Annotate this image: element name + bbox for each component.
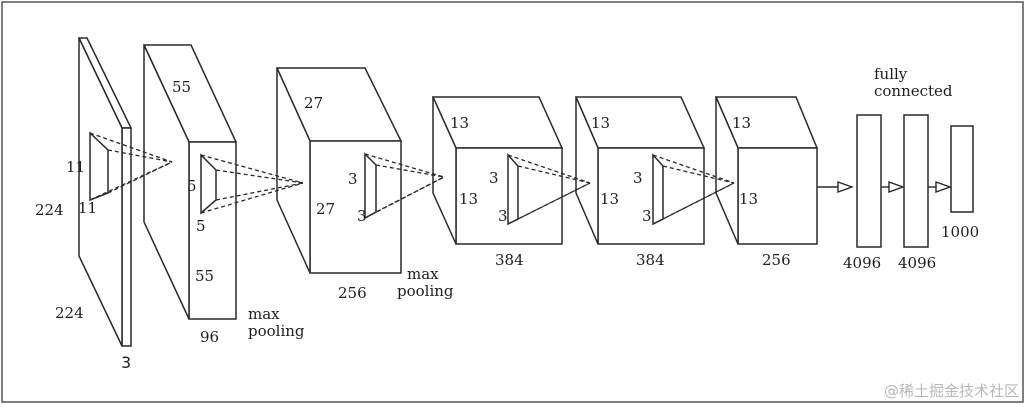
- conv5-size-top-label: 13: [732, 114, 751, 132]
- conv2-size-front-label: 27: [316, 200, 335, 218]
- conv1-depth-label: 96: [200, 328, 219, 346]
- conv2-depth-label: 256: [338, 284, 367, 302]
- conv1-block: [142, 44, 238, 320]
- conv4-depth-label: 384: [636, 251, 665, 269]
- conv4-kernel-h-label: 3: [633, 169, 643, 187]
- conv4-size-top-label: 13: [591, 114, 610, 132]
- conv3-size-top-label: 13: [450, 114, 469, 132]
- input-kernel-w-label: 11: [78, 199, 97, 217]
- output-bar: [950, 125, 974, 213]
- conv2-size-top-label: 27: [304, 94, 323, 112]
- conv4-block: [574, 96, 706, 245]
- conv3-block: [431, 96, 564, 245]
- conv2-projection-lines: [364, 153, 445, 219]
- conv5-block: [714, 96, 819, 245]
- conv1-size-front-label: 55: [195, 267, 214, 285]
- input-depth-label: 3: [121, 353, 131, 372]
- fc2-label: 4096: [898, 254, 936, 272]
- arrow-conv5-to-fc1: [817, 181, 855, 193]
- conv2-kernel: [364, 152, 377, 220]
- input-layer-block: [77, 37, 133, 347]
- conv1-kernel-h-label: 5: [187, 177, 197, 195]
- input-width-label: 224: [55, 304, 84, 322]
- conv2-kernel-h-label: 3: [348, 170, 358, 188]
- conv1-projection-lines: [200, 154, 304, 214]
- conv2-kernel-w-label: 3: [357, 207, 367, 225]
- conv5-depth-label: 256: [762, 251, 791, 269]
- conv3-projection-lines: [507, 154, 591, 225]
- fc1-bar: [856, 114, 882, 248]
- arrow-fc2-to-output: [928, 181, 953, 193]
- fc1-label: 4096: [843, 254, 881, 272]
- conv3-kernel-h-label: 3: [489, 169, 499, 187]
- arrow-fc1-to-fc2: [881, 181, 906, 193]
- conv3-kernel-w-label: 3: [498, 207, 508, 225]
- fc2-bar: [903, 114, 929, 248]
- conv1-size-top-label: 55: [172, 78, 191, 96]
- conv1-kernel-w-label: 5: [196, 217, 206, 235]
- conv4-kernel: [652, 153, 664, 226]
- output-label: 1000: [941, 223, 979, 241]
- input-kernel-h-label: 11: [66, 158, 85, 176]
- input-projection-lines: [89, 132, 173, 201]
- input-height-label: 224: [35, 201, 64, 219]
- watermark: @稀土掘金技术社区: [884, 382, 1019, 400]
- conv3-kernel: [507, 153, 519, 226]
- conv5-size-front-label: 13: [739, 190, 758, 208]
- conv2-block: [275, 67, 403, 274]
- conv3-size-front-label: 13: [459, 190, 478, 208]
- conv4-projection-lines: [652, 154, 735, 225]
- conv4-size-front-label: 13: [600, 190, 619, 208]
- conv4-kernel-w-label: 3: [642, 207, 652, 225]
- conv3-depth-label: 384: [495, 251, 524, 269]
